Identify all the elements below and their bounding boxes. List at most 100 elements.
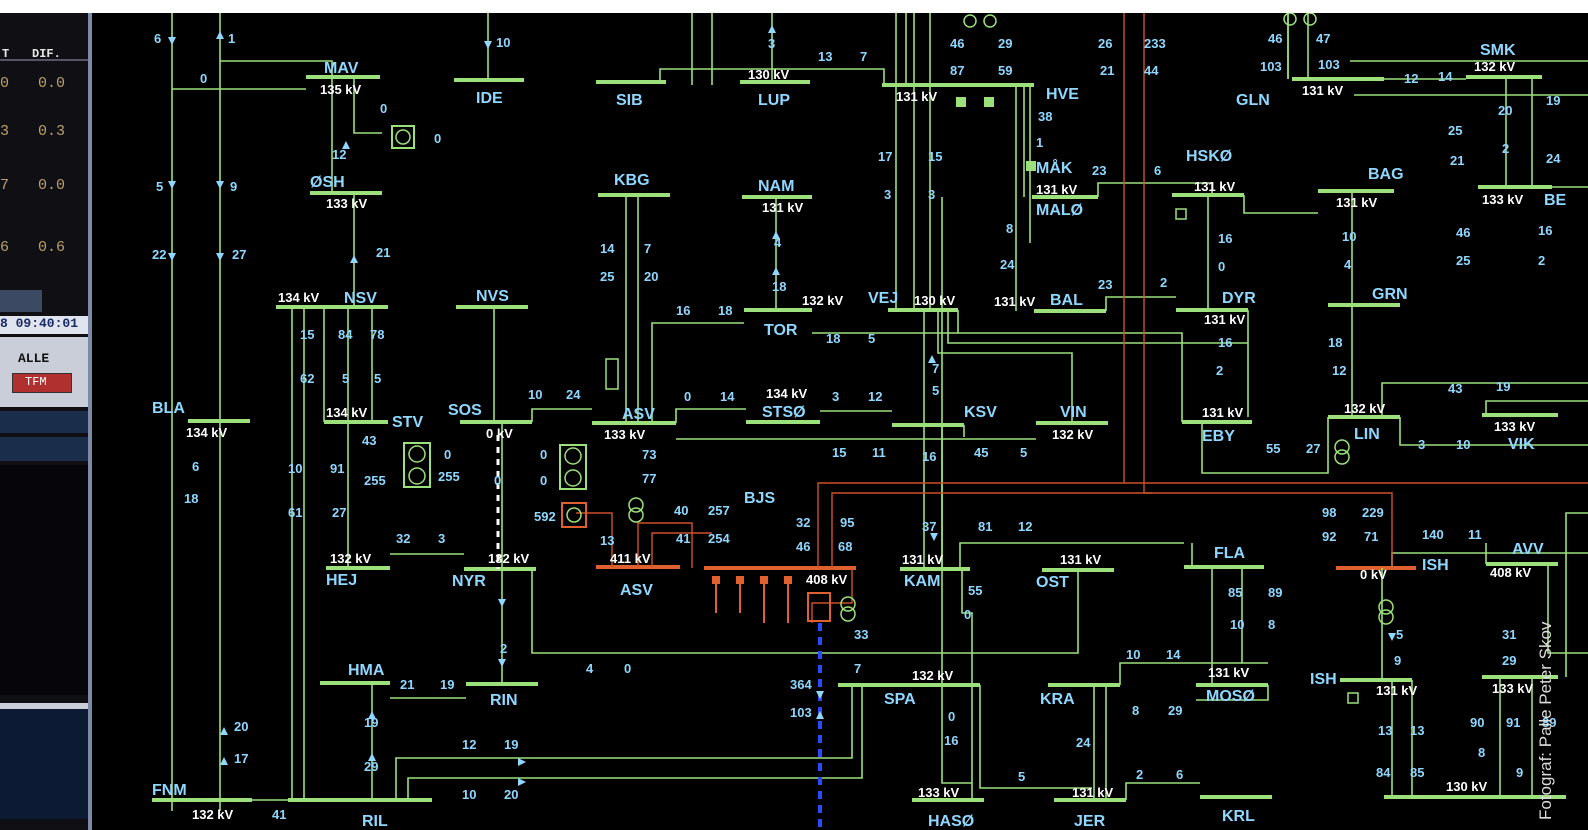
station-stv[interactable]: STV [392, 414, 423, 431]
station-rin[interactable]: RIN [490, 692, 518, 709]
station-vej[interactable]: VEJ [868, 290, 898, 307]
flow-value: 6 [1154, 163, 1161, 178]
station-eby[interactable]: EBY [1202, 428, 1235, 445]
station-smk[interactable]: SMK [1480, 42, 1516, 59]
station-krl[interactable]: KRL [1222, 808, 1255, 825]
station-kam[interactable]: KAM [904, 573, 940, 590]
station-tor[interactable]: TOR [764, 322, 798, 339]
flow-value: 7 [854, 661, 861, 676]
breaker-icon[interactable] [736, 576, 744, 584]
flow-value: 3 [884, 187, 891, 202]
station-asv[interactable]: ASV [622, 406, 655, 423]
breaker-icon[interactable] [1026, 161, 1036, 171]
clock-text: 8 09:40:01 [0, 316, 79, 331]
flow-value: 0 [540, 447, 547, 462]
station-ish[interactable]: ISH [1422, 557, 1449, 574]
scroll-handle[interactable] [0, 290, 42, 312]
row-value: 7 [0, 177, 10, 194]
station-vin[interactable]: VIN [1060, 404, 1087, 421]
station-nvs[interactable]: NVS [476, 288, 509, 305]
flow-value: 5 [374, 371, 381, 386]
rectifier-icon[interactable] [807, 592, 831, 622]
station-sib[interactable]: SIB [616, 92, 643, 109]
station-moso[interactable]: MOSØ [1206, 688, 1255, 705]
transformer-icon [840, 606, 856, 622]
station-stso[interactable]: STSØ [762, 404, 806, 421]
station-asv-400[interactable]: ASV [620, 582, 653, 599]
generator-icon[interactable] [403, 442, 431, 488]
station-hve[interactable]: HVE [1046, 86, 1079, 103]
station-be[interactable]: BE [1544, 192, 1567, 209]
station-ish2[interactable]: ISH [1310, 671, 1337, 688]
station-ksv[interactable]: KSV [964, 404, 997, 421]
generator-icon[interactable] [559, 444, 587, 490]
flow-value: 12 [868, 389, 882, 404]
flow-value: 0 [494, 473, 501, 488]
station-ril[interactable]: RIL [362, 813, 388, 830]
station-grn[interactable]: GRN [1372, 286, 1408, 303]
kv-avv: 408 kV [1490, 565, 1532, 580]
station-spa[interactable]: SPA [884, 691, 916, 708]
station-nyr[interactable]: NYR [452, 573, 486, 590]
flow-value: 23 [1098, 277, 1112, 292]
tfm-button[interactable]: TFM [12, 373, 72, 393]
station-fla[interactable]: FLA [1214, 545, 1246, 562]
flow-value: 20 [504, 787, 518, 802]
flow-value: 255 [364, 473, 386, 488]
transformer-icon [983, 14, 997, 28]
station-haso[interactable]: HASØ [928, 813, 974, 830]
station-lin[interactable]: LIN [1354, 426, 1380, 443]
station-ide[interactable]: IDE [476, 90, 503, 107]
station-bjs[interactable]: BJS [744, 490, 775, 507]
station-kbg[interactable]: KBG [614, 172, 650, 189]
station-avv[interactable]: AVV [1512, 541, 1544, 558]
station-mav[interactable]: MAV [324, 60, 359, 77]
station-fnm[interactable]: FNM [152, 782, 187, 799]
station-ost[interactable]: OST [1036, 574, 1069, 591]
breaker-icon[interactable] [956, 97, 966, 107]
kv-nsv: 134 kV [278, 290, 320, 305]
transformer-icon [963, 14, 977, 28]
breaker-icon[interactable] [712, 576, 720, 584]
generator-icon[interactable] [391, 125, 415, 149]
list-row[interactable] [0, 411, 88, 433]
transformer-icon [1283, 13, 1297, 26]
station-hma[interactable]: HMA [348, 662, 385, 679]
station-hej[interactable]: HEJ [326, 572, 357, 589]
arrow-down-icon [1388, 633, 1396, 641]
station-nsv[interactable]: NSV [344, 290, 377, 307]
filter-label: ALLE [18, 351, 50, 366]
station-sos[interactable]: SOS [448, 402, 482, 419]
station-jer[interactable]: JER [1074, 813, 1106, 830]
flow-value: 24 [566, 387, 581, 402]
arrow-up-icon [928, 355, 936, 363]
station-gln[interactable]: GLN [1236, 92, 1270, 109]
flow-value: 55 [1266, 441, 1280, 456]
breaker-icon[interactable] [984, 97, 994, 107]
station-malo[interactable]: MALØ [1036, 202, 1083, 219]
breaker-icon[interactable] [760, 576, 768, 584]
flow-value: 29 [1168, 703, 1182, 718]
station-nam[interactable]: NAM [758, 178, 794, 195]
flow-value: 38 [1038, 109, 1052, 124]
station-bag[interactable]: BAG [1368, 166, 1404, 183]
flow-value: 16 [1218, 231, 1232, 246]
kv-asv: 133 kV [604, 427, 646, 442]
flow-value: 20 [1498, 103, 1512, 118]
arrow-up-icon [220, 727, 228, 735]
station-lup[interactable]: LUP [758, 92, 790, 109]
station-osh[interactable]: ØSH [310, 174, 345, 191]
station-mak[interactable]: MÅK [1036, 158, 1073, 177]
kv-ish: 0 kV [1360, 567, 1387, 582]
station-vik[interactable]: VIK [1508, 436, 1535, 453]
station-dyr[interactable]: DYR [1222, 290, 1256, 307]
station-kra[interactable]: KRA [1040, 691, 1075, 708]
generator-icon[interactable] [561, 502, 587, 528]
flow-value: 27 [1306, 441, 1320, 456]
breaker-icon[interactable] [784, 576, 792, 584]
station-bal[interactable]: BAL [1050, 292, 1083, 309]
station-bla[interactable]: BLA [152, 400, 185, 417]
list-row[interactable] [0, 437, 88, 461]
flow-value: 8 [1268, 617, 1275, 632]
station-hsko[interactable]: HSKØ [1186, 148, 1232, 165]
